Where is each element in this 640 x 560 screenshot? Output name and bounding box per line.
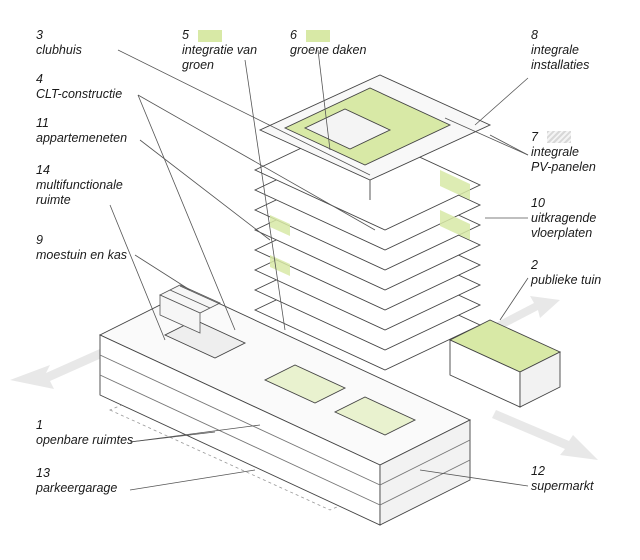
green-roof-swatch [306, 30, 330, 42]
label-8-integrale-installaties: 8 integrale installaties [531, 28, 590, 72]
label-10-uitkragende-vloerplaten: 10 uitkragende vloerplaten [531, 196, 597, 240]
label-1-openbare-ruimtes: 1 openbare ruimtes [36, 418, 134, 447]
pv-panel-swatch [547, 131, 571, 143]
podium-block [98, 289, 472, 526]
label-6-groene-daken: 6 groene daken [290, 28, 367, 57]
label-2-publieke-tuin: 2 publieke tuin [531, 258, 602, 287]
label-7-integrale-pv-panelen: 7 integrale PV-panelen [531, 130, 596, 174]
label-12-supermarkt: 12 supermarkt [531, 464, 594, 493]
green-swatch [198, 30, 222, 42]
label-5-integratie-van-groen: 5 integratie van groen [182, 28, 258, 72]
label-13-parkeergarage: 13 parkeergarage [36, 466, 118, 495]
right-wing [448, 319, 562, 408]
greenhouse [159, 284, 221, 334]
label-3-clubhuis: 3 clubhuis [36, 28, 82, 57]
label-9-moestuin-en-kas: 9 moestuin en kas [36, 233, 128, 262]
label-14-multifunctionale-ruimte: 14 multifunctionale ruimte [36, 163, 123, 207]
label-4-clt-constructie: 4 CLT-constructie [36, 72, 123, 101]
tower [253, 74, 492, 371]
label-11-appartementen: 11 appartemeneten [36, 116, 128, 145]
